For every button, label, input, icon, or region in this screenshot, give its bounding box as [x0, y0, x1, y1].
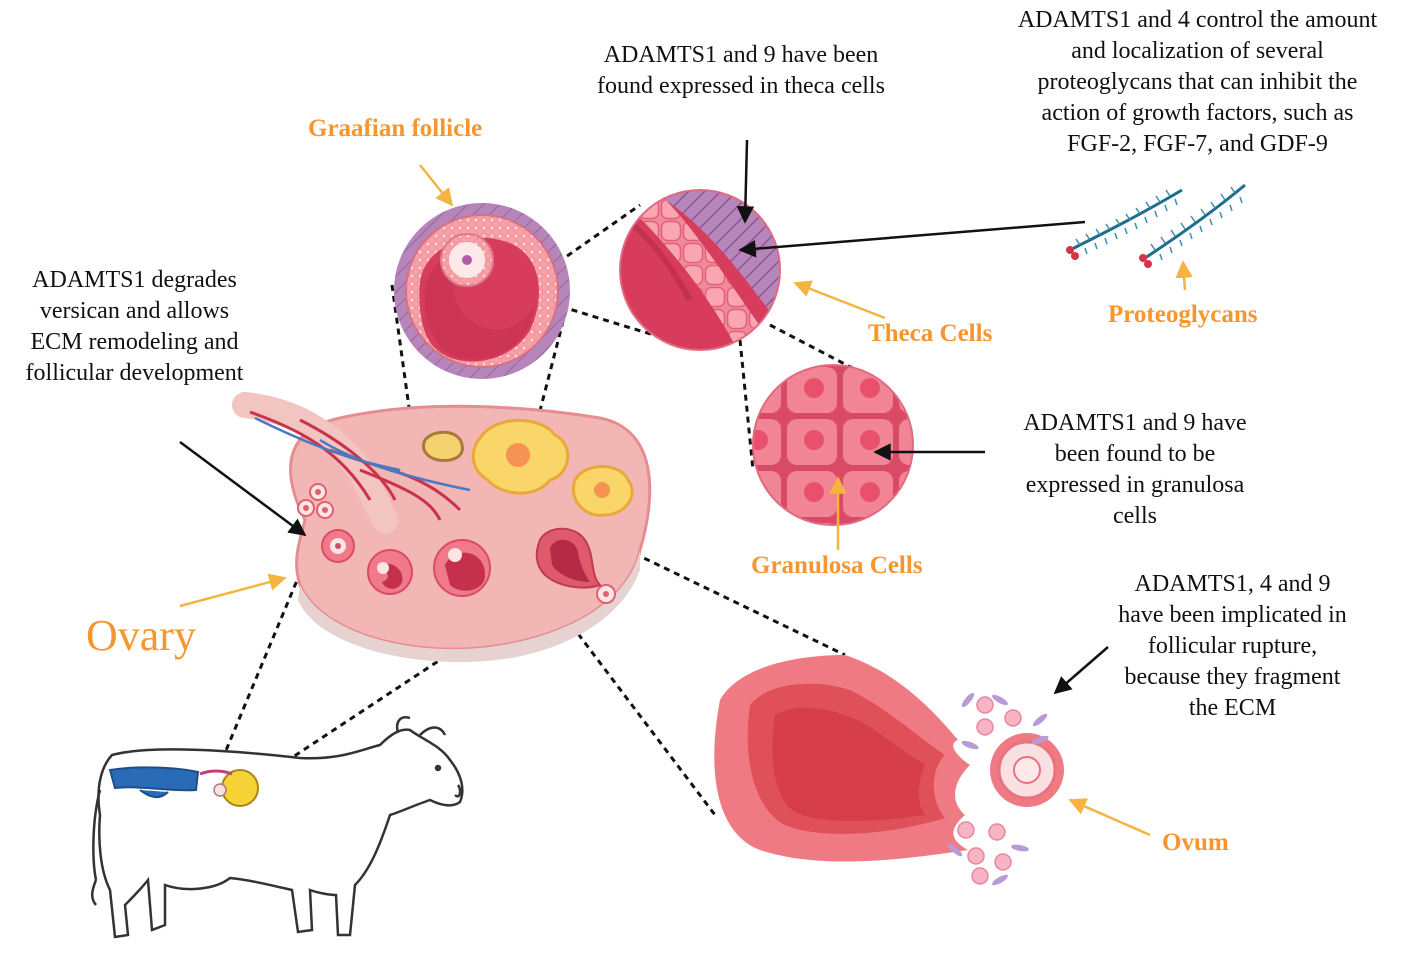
arrow-proteoglycans-label	[1175, 260, 1193, 291]
arrow-graafian-label	[419, 164, 454, 207]
annotation-line: ADAMTS1 degrades	[32, 267, 237, 293]
annotation-line: expressed in granulosa	[1025, 472, 1245, 498]
label-ovary: Ovary	[86, 611, 196, 660]
label-granulosa-cells: Granulosa Cells	[751, 552, 923, 579]
annotation-line: ADAMTS1 and 4 control the amount	[1017, 7, 1378, 33]
annotation-proteoglycan-control: ADAMTS1 and 4 control the amount and loc…	[985, 5, 1410, 160]
label-ovum: Ovum	[1162, 829, 1229, 856]
secondary-follicle	[367, 549, 413, 595]
annotation-line: follicular rupture,	[1147, 633, 1318, 659]
label-graafian-follicle: Graafian follicle	[308, 115, 483, 142]
annotation-line: found expressed in theca cells	[597, 73, 885, 99]
annotation-line: proteoglycans that can inhibit the	[1037, 69, 1358, 95]
annotation-line: because they fragment	[1124, 664, 1341, 690]
annotation-line: ADAMTS1 and 9 have been	[603, 42, 879, 68]
label-proteoglycans: Proteoglycans	[1108, 301, 1258, 328]
annotation-line: ADAMTS1 and 9 have	[1023, 410, 1247, 436]
annotation-line: cells	[1113, 503, 1157, 529]
arrow-theca-label	[793, 280, 886, 320]
dashed-ovary-to-rupture-top	[564, 518, 846, 657]
dashed-cow-to-ovary-left	[220, 577, 300, 761]
annotation-line: ADAMTS1, 4 and 9	[1134, 571, 1331, 597]
arrow-ovary-label	[179, 573, 287, 608]
corpus-luteum-small	[572, 465, 634, 517]
granulosa-magnified-circle	[752, 364, 914, 526]
black-arrows	[179, 139, 1109, 695]
tertiary-follicle	[433, 539, 491, 597]
label-theca-cells: Theca Cells	[868, 320, 993, 347]
arrow-ovum-label	[1068, 798, 1151, 837]
corpus-albicans	[422, 430, 464, 462]
dashed-follicle-to-theca-top	[539, 203, 641, 277]
annotation-rupture: ADAMTS1, 4 and 9 have been implicated in…	[1090, 569, 1375, 724]
arrow-proteoglycan-to-theca	[738, 220, 1086, 258]
corpus-luteum	[471, 418, 570, 495]
primordial-follicles	[297, 483, 334, 519]
annotation-theca-expression: ADAMTS1 and 9 have been found expressed …	[566, 40, 916, 102]
annotation-line: action of growth factors, such as	[1041, 100, 1354, 126]
annotation-line: follicular development	[25, 360, 244, 386]
annotation-line: FGF-2, FGF-7, and GDF-9	[1067, 131, 1328, 157]
graafian-follicle-illustration	[394, 203, 570, 379]
proteoglycan-molecules	[1066, 183, 1246, 268]
released-cells	[947, 692, 1049, 886]
annotation-line: and localization of several	[1071, 38, 1324, 64]
ovary-illustration	[232, 392, 652, 663]
arrow-theca-text-to-theca	[736, 139, 755, 224]
ruptured-follicle	[535, 527, 616, 604]
theca-magnified-circle	[619, 189, 781, 351]
annotation-line: have been implicated in	[1118, 602, 1347, 628]
primary-follicle	[321, 529, 355, 563]
annotation-line: ECM remodeling and	[30, 329, 239, 355]
dashed-theca-to-granulosa-left	[738, 339, 755, 471]
ovum-illustration	[990, 733, 1064, 807]
annotation-granulosa-expression: ADAMTS1 and 9 have been found to be expr…	[995, 408, 1275, 532]
cow-illustration	[91, 716, 464, 939]
annotation-line: the ECM	[1188, 695, 1277, 721]
arrow-versican-to-ovary	[179, 440, 307, 537]
orange-arrows	[179, 164, 1193, 837]
rupturing-follicle-illustration	[714, 655, 970, 862]
annotation-line: versican and allows	[39, 298, 230, 324]
annotation-versican: ADAMTS1 degrades versican and allows ECM…	[2, 265, 267, 389]
annotation-line: been found to be	[1054, 441, 1216, 467]
arrow-rupture-text-to-cells	[1053, 646, 1109, 695]
